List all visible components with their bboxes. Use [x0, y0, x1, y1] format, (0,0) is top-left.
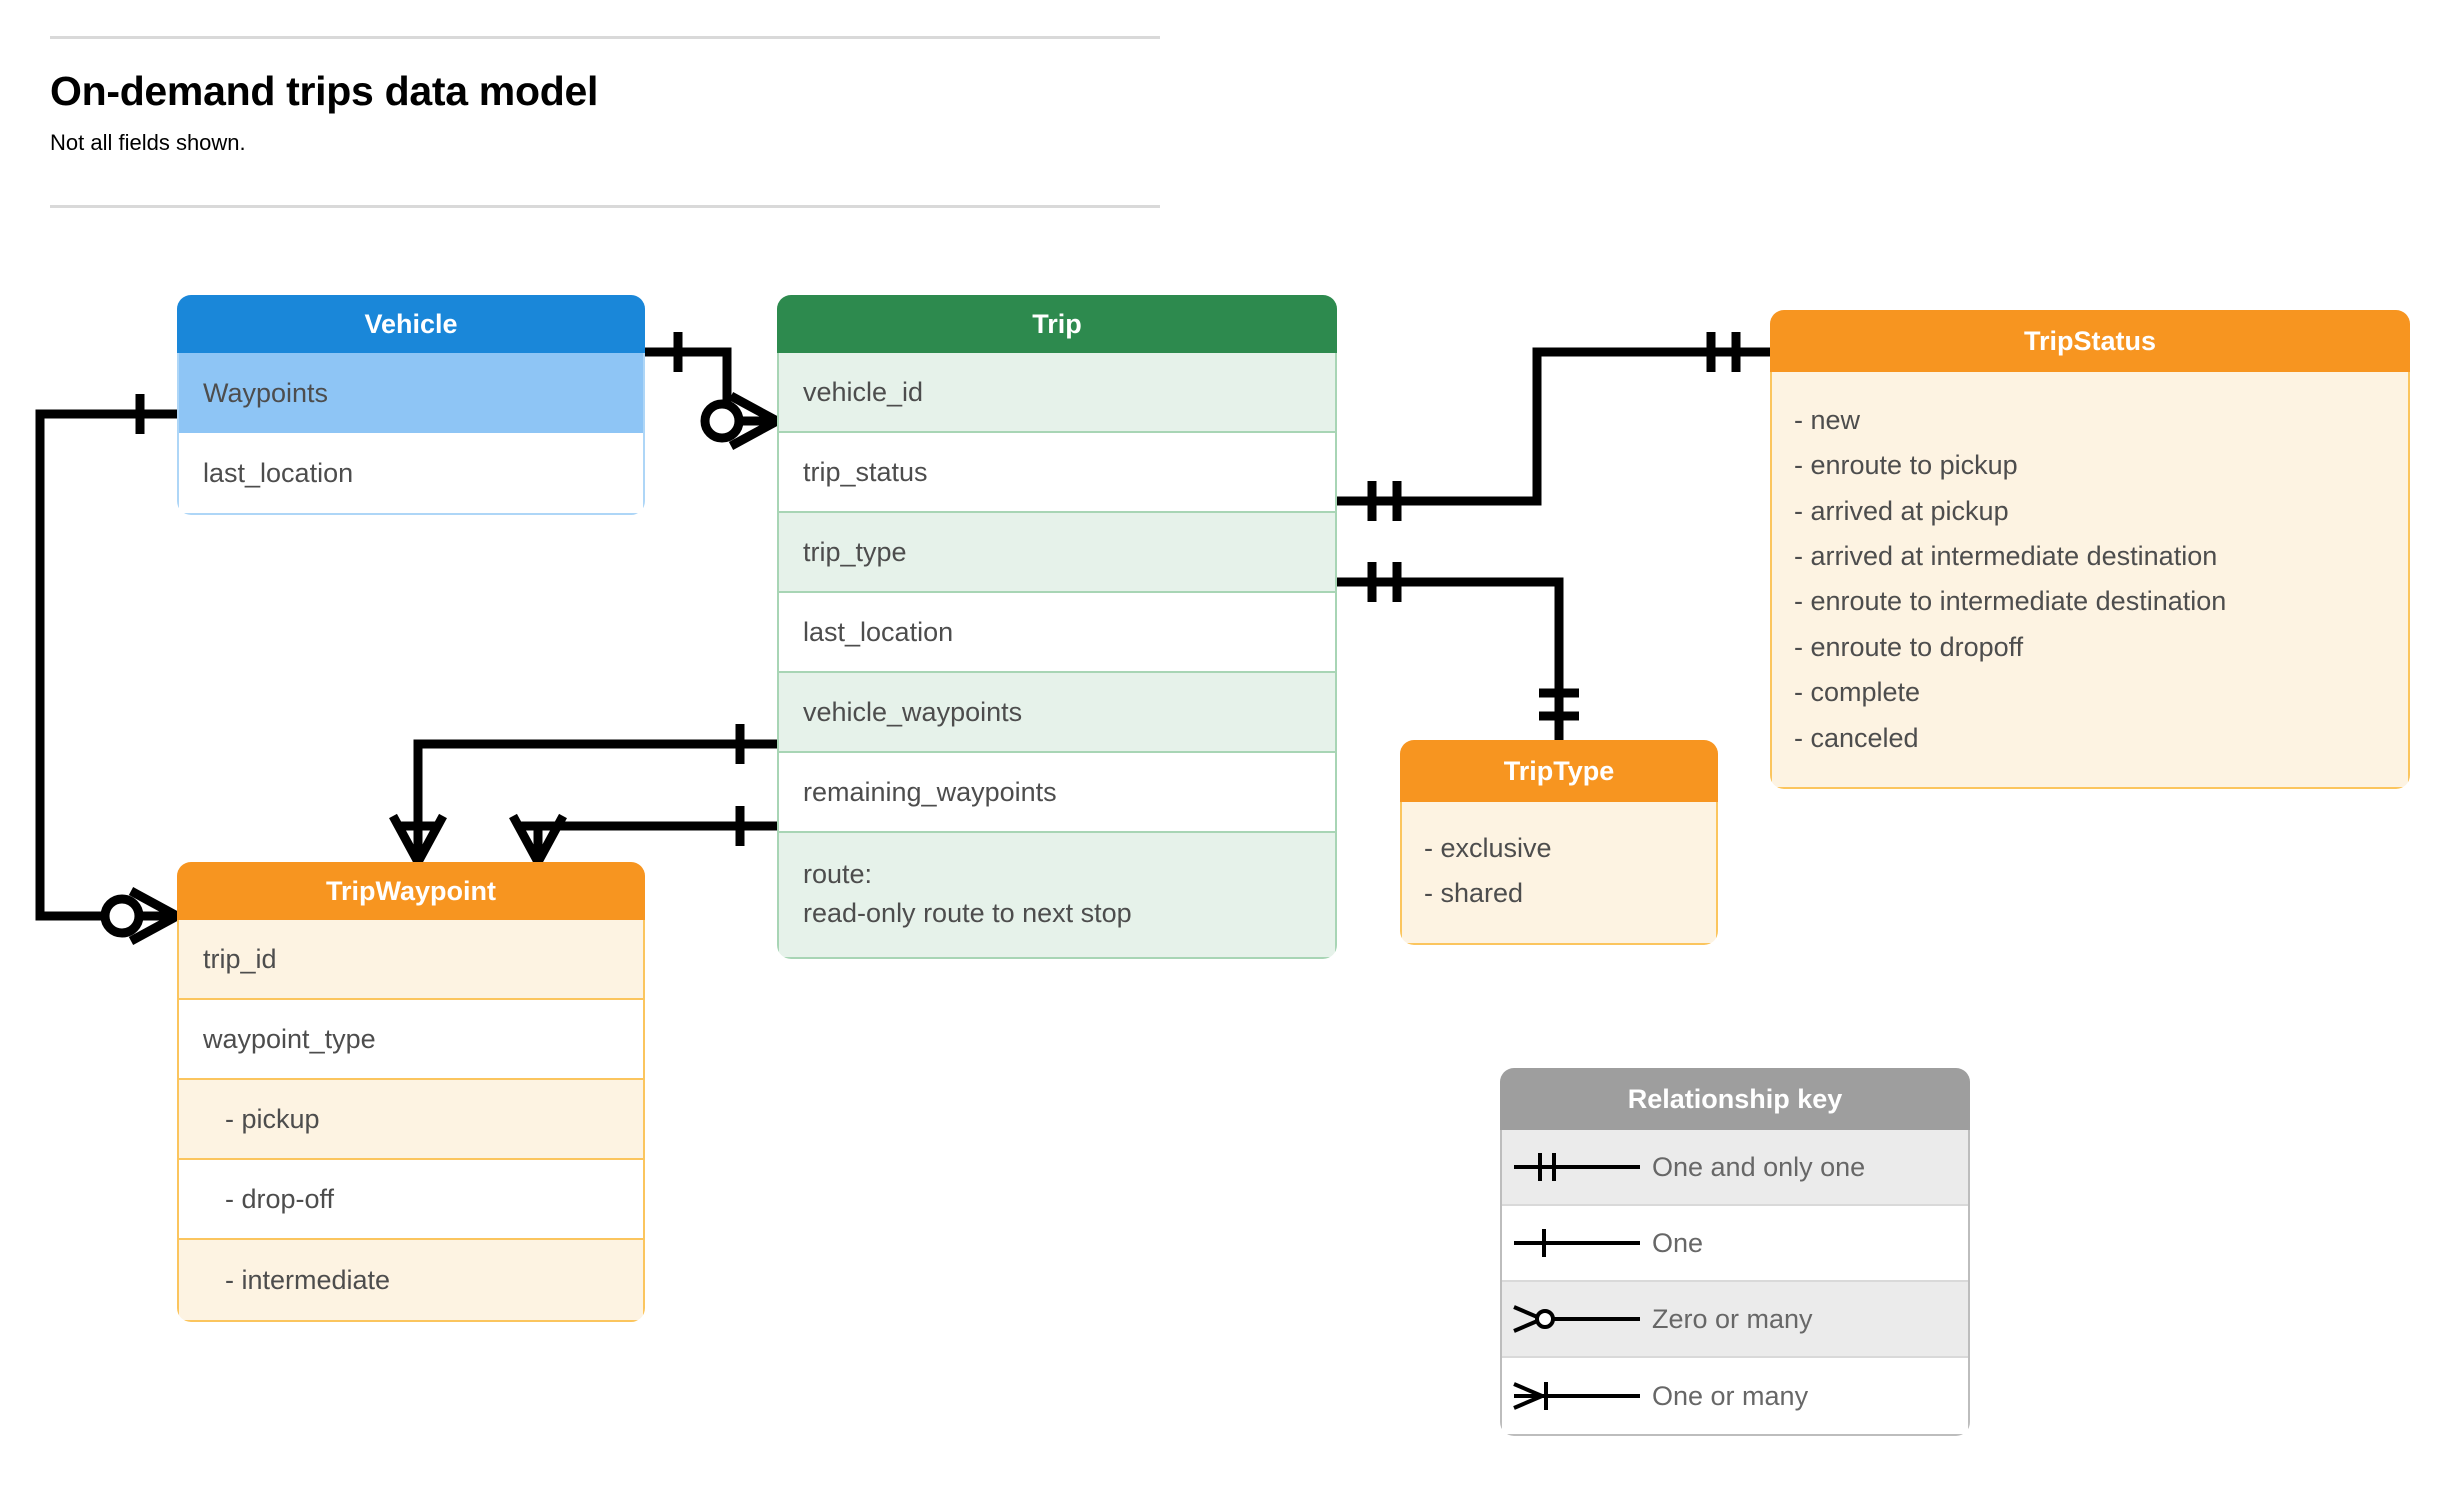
- value-triptype-exclusive: - exclusive: [1424, 833, 1552, 863]
- field-trip-trip-type[interactable]: trip_type: [779, 513, 1335, 593]
- legend-label-one-or-many: One or many: [1652, 1380, 1809, 1411]
- page-title: On-demand trips data model: [50, 68, 599, 114]
- wire-vehicle-waypoints-field-to-tripwaypoint: [413, 739, 777, 862]
- field-trip-vehicle-id[interactable]: vehicle_id: [779, 353, 1335, 433]
- crowfoot-tripwaypoint-top-right: [509, 813, 567, 865]
- zero-circle-trip-vehicle-id: [700, 399, 744, 443]
- field-tripwaypoint-trip-id[interactable]: trip_id: [179, 920, 643, 1000]
- one-and-only-one-icon: [1502, 1147, 1652, 1187]
- header-bottom-rule: [50, 205, 1160, 208]
- one-or-many-icon: [1502, 1376, 1652, 1416]
- entity-trip-title: Trip: [777, 295, 1337, 353]
- zero-circle-tripwaypoint: [100, 894, 144, 938]
- relationship-key-legend: Relationship key One and only one: [1500, 1068, 1970, 1436]
- header-top-rule: [50, 36, 1160, 39]
- field-trip-route-line2: read-only route to next stop: [803, 898, 1132, 929]
- wire-vehicle-to-trip: [645, 347, 777, 426]
- field-trip-remaining-waypoints[interactable]: remaining_waypoints: [779, 753, 1335, 833]
- legend-row-one-and-only-one: One and only one: [1502, 1130, 1968, 1206]
- entity-trip[interactable]: Trip vehicle_id trip_status trip_type la…: [777, 295, 1337, 960]
- value-tripwaypoint-dropoff: - drop-off: [179, 1160, 643, 1240]
- wire-remaining-waypoints-to-tripwaypoint: [533, 821, 777, 862]
- legend-row-one: One: [1502, 1206, 1968, 1282]
- legend-title: Relationship key: [1500, 1068, 1970, 1130]
- entity-tripstatus-body: - new - enroute to pickup - arrived at p…: [1770, 372, 2410, 789]
- wire-trip-type-to-triptype: [1337, 577, 1564, 740]
- entity-vehicle[interactable]: Vehicle Waypoints last_location: [177, 295, 645, 515]
- crowfoot-trip-vehicle-id: [728, 392, 780, 450]
- value-tripstatus-new: - new: [1794, 405, 1861, 435]
- entity-tripwaypoint-title: TripWaypoint: [177, 862, 645, 920]
- value-triptype-shared: - shared: [1424, 878, 1524, 909]
- entity-tripstatus[interactable]: TripStatus - new - enroute to pickup - a…: [1770, 310, 2410, 789]
- value-tripstatus-enroute-to-pickup: - enroute to pickup: [1794, 450, 2018, 481]
- legend-row-one-or-many: One or many: [1502, 1358, 1968, 1434]
- value-tripstatus-arrived-at-pickup: - arrived at pickup: [1794, 495, 2009, 526]
- field-trip-last-location[interactable]: last_location: [779, 593, 1335, 673]
- entity-trip-body: vehicle_id trip_status trip_type last_lo…: [777, 353, 1337, 960]
- value-tripstatus-enroute-to-dropoff: - enroute to dropoff: [1794, 631, 2024, 662]
- legend-label-one: One: [1652, 1227, 1704, 1258]
- field-trip-vehicle-waypoints[interactable]: vehicle_waypoints: [779, 673, 1335, 753]
- value-tripwaypoint-pickup: - pickup: [179, 1080, 643, 1160]
- value-tripstatus-canceled: - canceled: [1794, 722, 1919, 753]
- crowfoot-tripwaypoint-top-left: [389, 813, 447, 865]
- field-trip-trip-status[interactable]: trip_status: [779, 433, 1335, 513]
- legend-label-one-and-only-one: One and only one: [1652, 1151, 1866, 1182]
- legend-body: One and only one One: [1500, 1130, 1970, 1436]
- zero-or-many-icon: [1502, 1299, 1652, 1339]
- legend-label-zero-or-many: Zero or many: [1652, 1303, 1813, 1334]
- entity-tripwaypoint[interactable]: TripWaypoint trip_id waypoint_type - pic…: [177, 862, 645, 1322]
- one-icon: [1502, 1223, 1652, 1263]
- wire-vehicle-waypoints-to-tripwaypoint: [35, 409, 177, 921]
- field-trip-route[interactable]: route: read-only route to next stop: [779, 833, 1335, 958]
- entity-triptype-title: TripType: [1400, 740, 1718, 802]
- crowfoot-tripwaypoint-left: [128, 887, 180, 945]
- value-tripstatus-enroute-to-intermediate: - enroute to intermediate destination: [1794, 586, 2227, 617]
- entity-triptype-body: - exclusive - shared: [1400, 802, 1718, 945]
- field-vehicle-waypoints[interactable]: Waypoints: [179, 353, 643, 433]
- entity-tripwaypoint-body: trip_id waypoint_type - pickup - drop-of…: [177, 920, 645, 1322]
- wire-trip-status-to-tripstatus: [1337, 347, 1770, 506]
- legend-row-zero-or-many: Zero or many: [1502, 1282, 1968, 1358]
- value-tripstatus-complete: - complete: [1794, 677, 1921, 708]
- field-tripwaypoint-waypoint-type[interactable]: waypoint_type: [179, 1000, 643, 1080]
- value-tripwaypoint-intermediate: - intermediate: [179, 1240, 643, 1320]
- entity-vehicle-title: Vehicle: [177, 295, 645, 353]
- entity-triptype[interactable]: TripType - exclusive - shared: [1400, 740, 1718, 945]
- entity-tripstatus-title: TripStatus: [1770, 310, 2410, 372]
- field-trip-route-line1: route:: [803, 859, 873, 889]
- value-tripstatus-arrived-at-intermediate: - arrived at intermediate destination: [1794, 541, 2218, 572]
- page-subtitle: Not all fields shown.: [50, 130, 246, 155]
- entity-vehicle-body: Waypoints last_location: [177, 353, 645, 515]
- field-vehicle-last-location[interactable]: last_location: [203, 457, 354, 488]
